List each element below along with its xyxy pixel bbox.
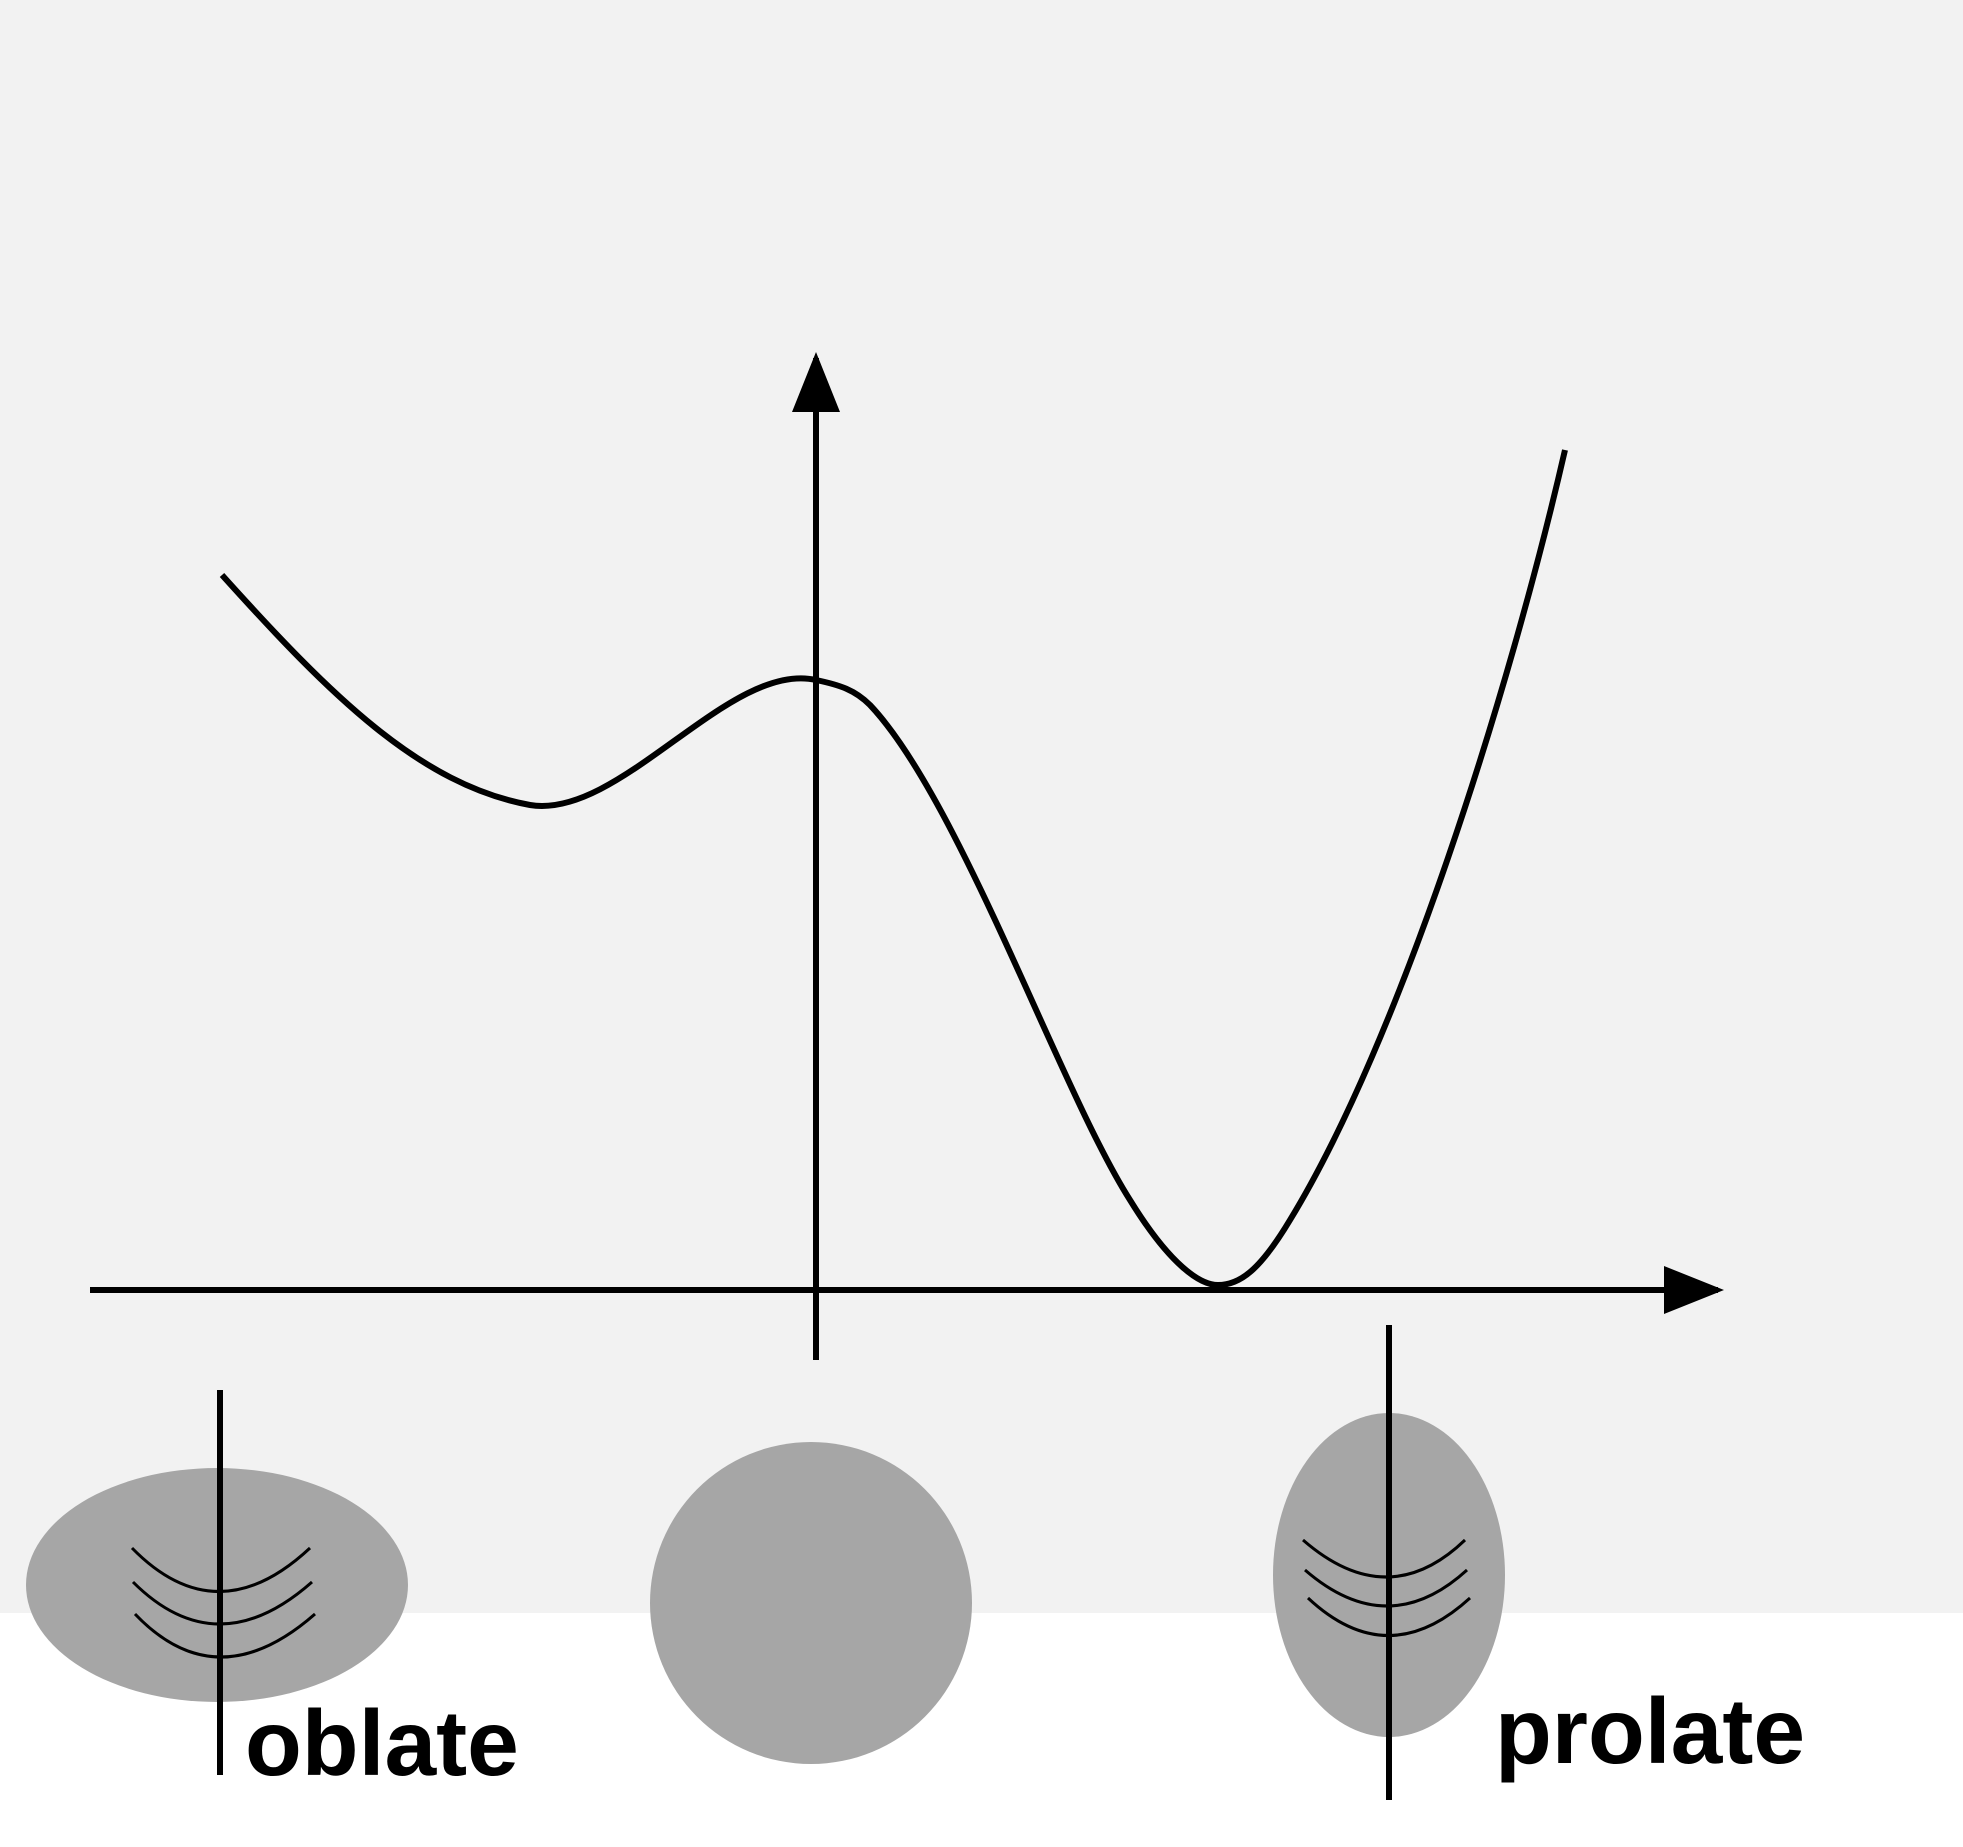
prolate-shape [1273,1325,1505,1800]
sphere-shape [650,1442,972,1764]
energy-curve [219,449,1568,1289]
prolate-label: prolate [1495,1679,1805,1783]
background-panel [0,0,1963,1613]
oblate-shape [26,1390,408,1775]
oblate-label: oblate [245,1691,519,1795]
